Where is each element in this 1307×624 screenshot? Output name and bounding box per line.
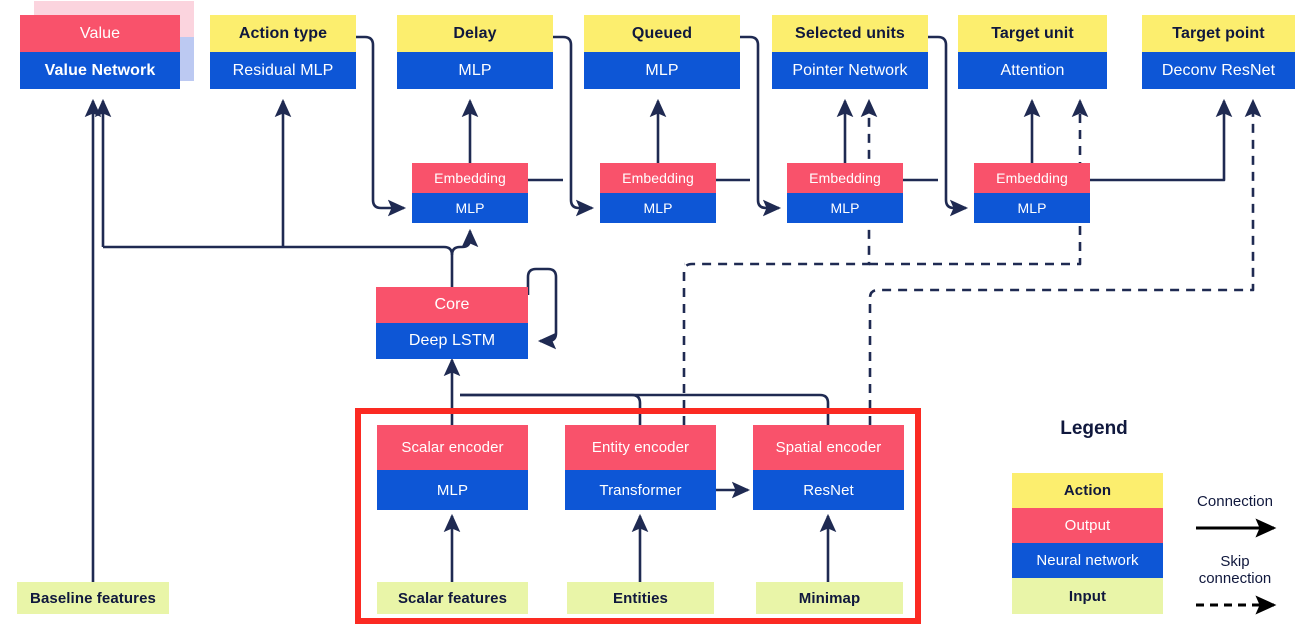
wire-embedding-4-to-target-point-link [1090,98,1233,182]
head-value-action-label: Value [20,15,180,52]
head-queued-network-label: MLP [584,52,740,89]
encoder-entity-network-label: Transformer [565,470,716,510]
input-minimap[interactable]: Minimap [756,582,903,614]
head-selected-units-action-label: Selected units [772,15,928,52]
encoder-spatial[interactable]: Spatial encoder ResNet [753,425,904,510]
core-output-label: Core [376,287,528,323]
encoder-scalar[interactable]: Scalar encoder MLP [377,425,528,510]
head-selected-units[interactable]: Selected units Pointer Network [772,15,928,89]
embedding-2-network-label: MLP [600,193,716,223]
head-queued[interactable]: Queued MLP [584,15,740,89]
head-delay-network-label: MLP [397,52,553,89]
encoder-scalar-output-label: Scalar encoder [377,425,528,470]
legend-swatch-neural-network: Neural network [1012,543,1163,578]
encoder-spatial-network-label: ResNet [753,470,904,510]
embedding-3-network-label: MLP [787,193,903,223]
embedding-1-network-label: MLP [412,193,528,223]
head-target-point-network-label: Deconv ResNet [1142,52,1295,89]
embedding-4-output-label: Embedding [974,163,1090,193]
core-module[interactable]: Core Deep LSTM [376,287,528,359]
encoder-spatial-output-label: Spatial encoder [753,425,904,470]
legend-swatch-output: Output [1012,508,1163,543]
embedding-1[interactable]: Embedding MLP [412,163,528,223]
head-delay[interactable]: Delay MLP [397,15,553,89]
legend-swatch-input: Input [1012,578,1163,614]
input-baseline-features-label: Baseline features [17,582,169,614]
head-target-point[interactable]: Target point Deconv ResNet [1142,15,1295,89]
skip-entity-encoder-to-selected-units [682,98,878,425]
wire-core-recurrent-loop [526,267,558,350]
head-action-type[interactable]: Action type Residual MLP [210,15,356,89]
input-minimap-label: Minimap [756,582,903,614]
embedding-2-output-label: Embedding [600,163,716,193]
input-scalar-features[interactable]: Scalar features [377,582,528,614]
legend-skip-label-line1: Skip [1220,553,1250,570]
embedding-3-output-label: Embedding [787,163,903,193]
head-target-unit-network-label: Attention [958,52,1107,89]
embedding-4-network-label: MLP [974,193,1090,223]
head-selected-units-network-label: Pointer Network [772,52,928,89]
embedding-1-output-label: Embedding [412,163,528,193]
embedding-4[interactable]: Embedding MLP [974,163,1090,223]
head-target-unit-action-label: Target unit [958,15,1107,52]
encoders-highlight-box [355,408,921,624]
legend-swatch-action: Action [1012,473,1163,508]
encoder-scalar-network-label: MLP [377,470,528,510]
skip-spatial-encoder-to-target-point [868,98,1262,425]
input-entities[interactable]: Entities [567,582,714,614]
head-queued-action-label: Queued [584,15,740,52]
input-baseline-features[interactable]: Baseline features [17,582,169,614]
head-target-point-action-label: Target point [1142,15,1295,52]
head-delay-action-label: Delay [397,15,553,52]
legend-skip-connection-label: Skip connection [1185,553,1285,588]
head-target-unit[interactable]: Target unit Attention [958,15,1107,89]
head-action-type-network-label: Residual MLP [210,52,356,89]
wire-core-output-bus [103,245,454,287]
input-scalar-features-label: Scalar features [377,582,528,614]
wire-core-to-embedding-1 [450,228,479,256]
legend-swatch-stack: Action Output Neural network Input [1012,473,1163,614]
encoder-entity-output-label: Entity encoder [565,425,716,470]
encoder-entity[interactable]: Entity encoder Transformer [565,425,716,510]
head-value[interactable]: Value Value Network [20,15,180,89]
head-value-network-label: Value Network [20,52,180,89]
core-network-label: Deep LSTM [376,323,528,359]
legend-connection-label: Connection [1197,493,1273,510]
embedding-3[interactable]: Embedding MLP [787,163,903,223]
embedding-2[interactable]: Embedding MLP [600,163,716,223]
legend-skip-label-line2: connection [1198,569,1272,587]
input-entities-label: Entities [567,582,714,614]
legend-title: Legend [1060,418,1128,439]
head-action-type-action-label: Action type [210,15,356,52]
